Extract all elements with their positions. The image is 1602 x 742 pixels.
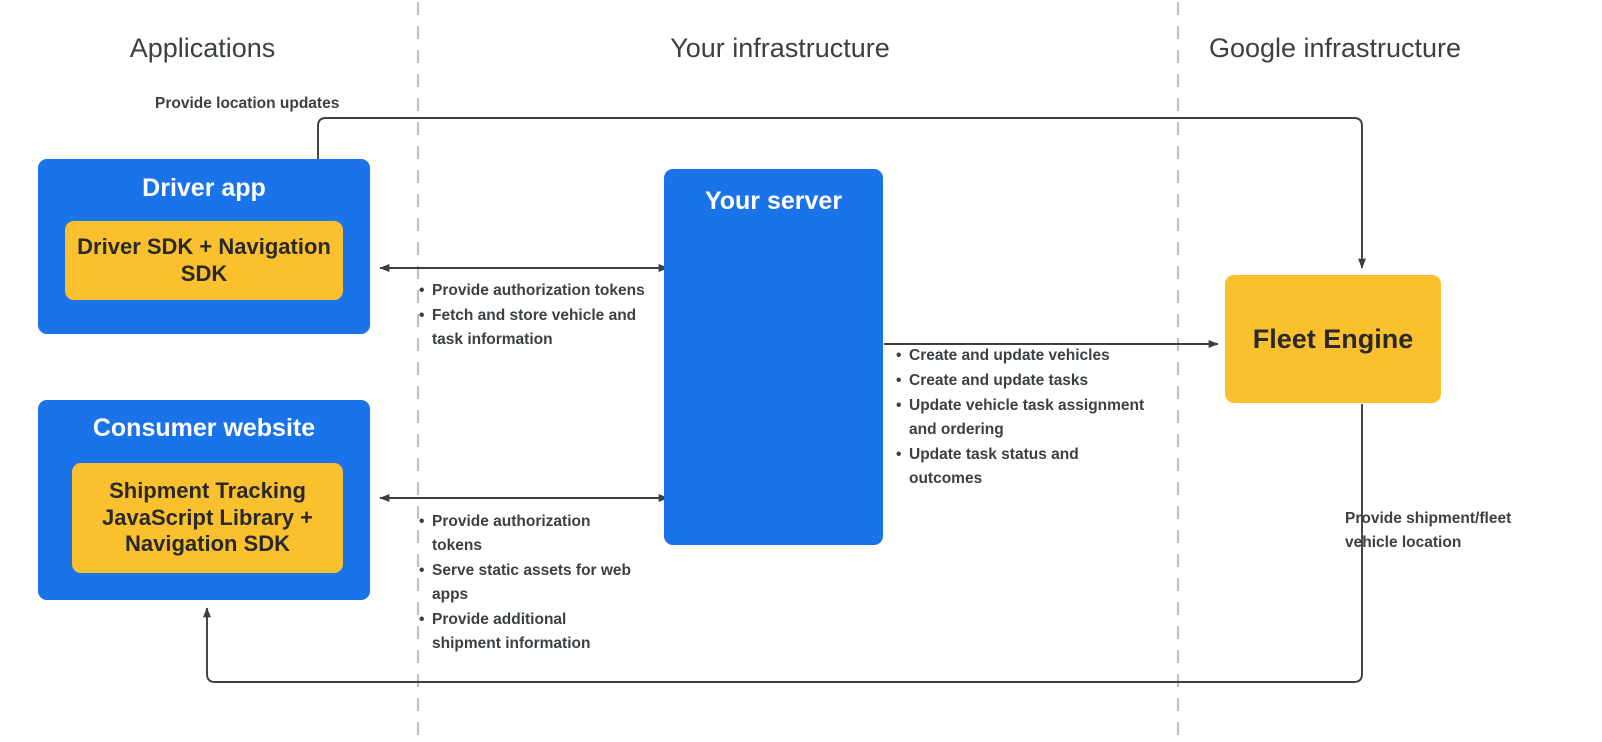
list-item: Update task status and outcomes bbox=[896, 443, 1154, 491]
list-item: Create and update vehicles bbox=[896, 344, 1154, 368]
list-item: Fetch and store vehicle and task informa… bbox=[419, 304, 654, 352]
node-fleet-engine-title: Fleet Engine bbox=[1252, 323, 1414, 354]
list-item: Create and update tasks bbox=[896, 369, 1154, 393]
edge-bullets-driver-server: Provide authorization tokens Fetch and s… bbox=[419, 279, 654, 353]
zone-title-your-infrastructure: Your infrastructure bbox=[670, 33, 890, 63]
list-item: Provide additional shipment information bbox=[419, 608, 634, 656]
node-shipment-tracking-card: Shipment Tracking JavaScript Library + N… bbox=[72, 463, 343, 573]
list-item: Update vehicle task assignment and order… bbox=[896, 394, 1154, 442]
edge-bullets-server-fleet-engine: Create and update vehicles Create and up… bbox=[896, 344, 1154, 492]
edge-label-shipment-fleet-location: Provide shipment/fleet vehicle location bbox=[1345, 510, 1512, 551]
node-consumer-website-title: Consumer website bbox=[92, 414, 316, 442]
node-consumer-website: Consumer website Shipment Tracking JavaS… bbox=[38, 400, 370, 600]
node-driver-app: Driver app Driver SDK + Navigation SDK bbox=[38, 159, 370, 334]
edge-bullets-consumer-server: Provide authorization tokens Serve stati… bbox=[419, 510, 634, 657]
edge-label-location-updates: Provide location updates bbox=[155, 95, 340, 112]
node-your-server: Your server bbox=[664, 169, 883, 545]
node-driver-sdk-label: Driver SDK + Navigation SDK bbox=[77, 233, 331, 286]
node-driver-sdk-card: Driver SDK + Navigation SDK bbox=[65, 221, 343, 300]
zone-title-applications: Applications bbox=[129, 33, 276, 63]
node-fleet-engine: Fleet Engine bbox=[1225, 275, 1441, 403]
list-item: Provide authorization tokens bbox=[419, 510, 634, 558]
node-driver-app-title: Driver app bbox=[142, 174, 266, 202]
node-your-server-title: Your server bbox=[704, 187, 843, 215]
list-item: Provide authorization tokens bbox=[419, 279, 654, 303]
list-item: Serve static assets for web apps bbox=[419, 559, 634, 607]
zone-title-google-infrastructure: Google infrastructure bbox=[1208, 33, 1462, 63]
node-shipment-tracking-label: Shipment Tracking JavaScript Library + N… bbox=[102, 477, 313, 557]
